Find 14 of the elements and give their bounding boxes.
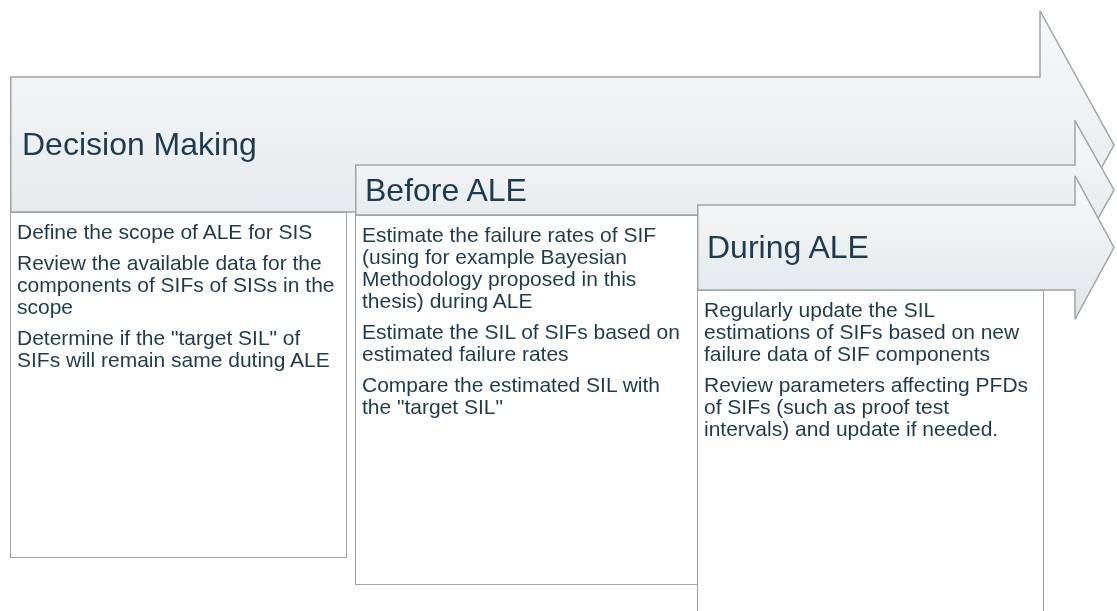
task-text: Review the available data for the components of SIFs of SISs in the scope <box>17 252 336 318</box>
task-text: Estimate the SIL of SIFs based on estimated failure rates <box>362 321 681 365</box>
task-text: Regularly update the SIL estimations of SIFs based on new failure data of SIF components <box>704 299 1021 365</box>
phase-title: Decision Making <box>22 128 257 160</box>
task-panel <box>697 290 1044 611</box>
task-text: Compare the estimated SIL with the "target SIL" <box>362 374 662 418</box>
task-panel <box>10 212 347 558</box>
task-panel <box>355 215 698 585</box>
task-text: Estimate the failure rates of SIF (using for example Bayesian Methodology proposed in this thesis) during ALE <box>362 224 658 312</box>
task-text: Define the scope of ALE for SIS <box>17 221 314 243</box>
phase-title: Before ALE <box>365 174 527 206</box>
phase-title: During ALE <box>707 231 869 263</box>
task-text: Determine if the "target SIL" of SIFs will remain same duting ALE <box>17 327 331 371</box>
task-text: Review parameters affecting PFDs of SIFs (such as proof test intervals) and update if needed. <box>704 374 1030 440</box>
